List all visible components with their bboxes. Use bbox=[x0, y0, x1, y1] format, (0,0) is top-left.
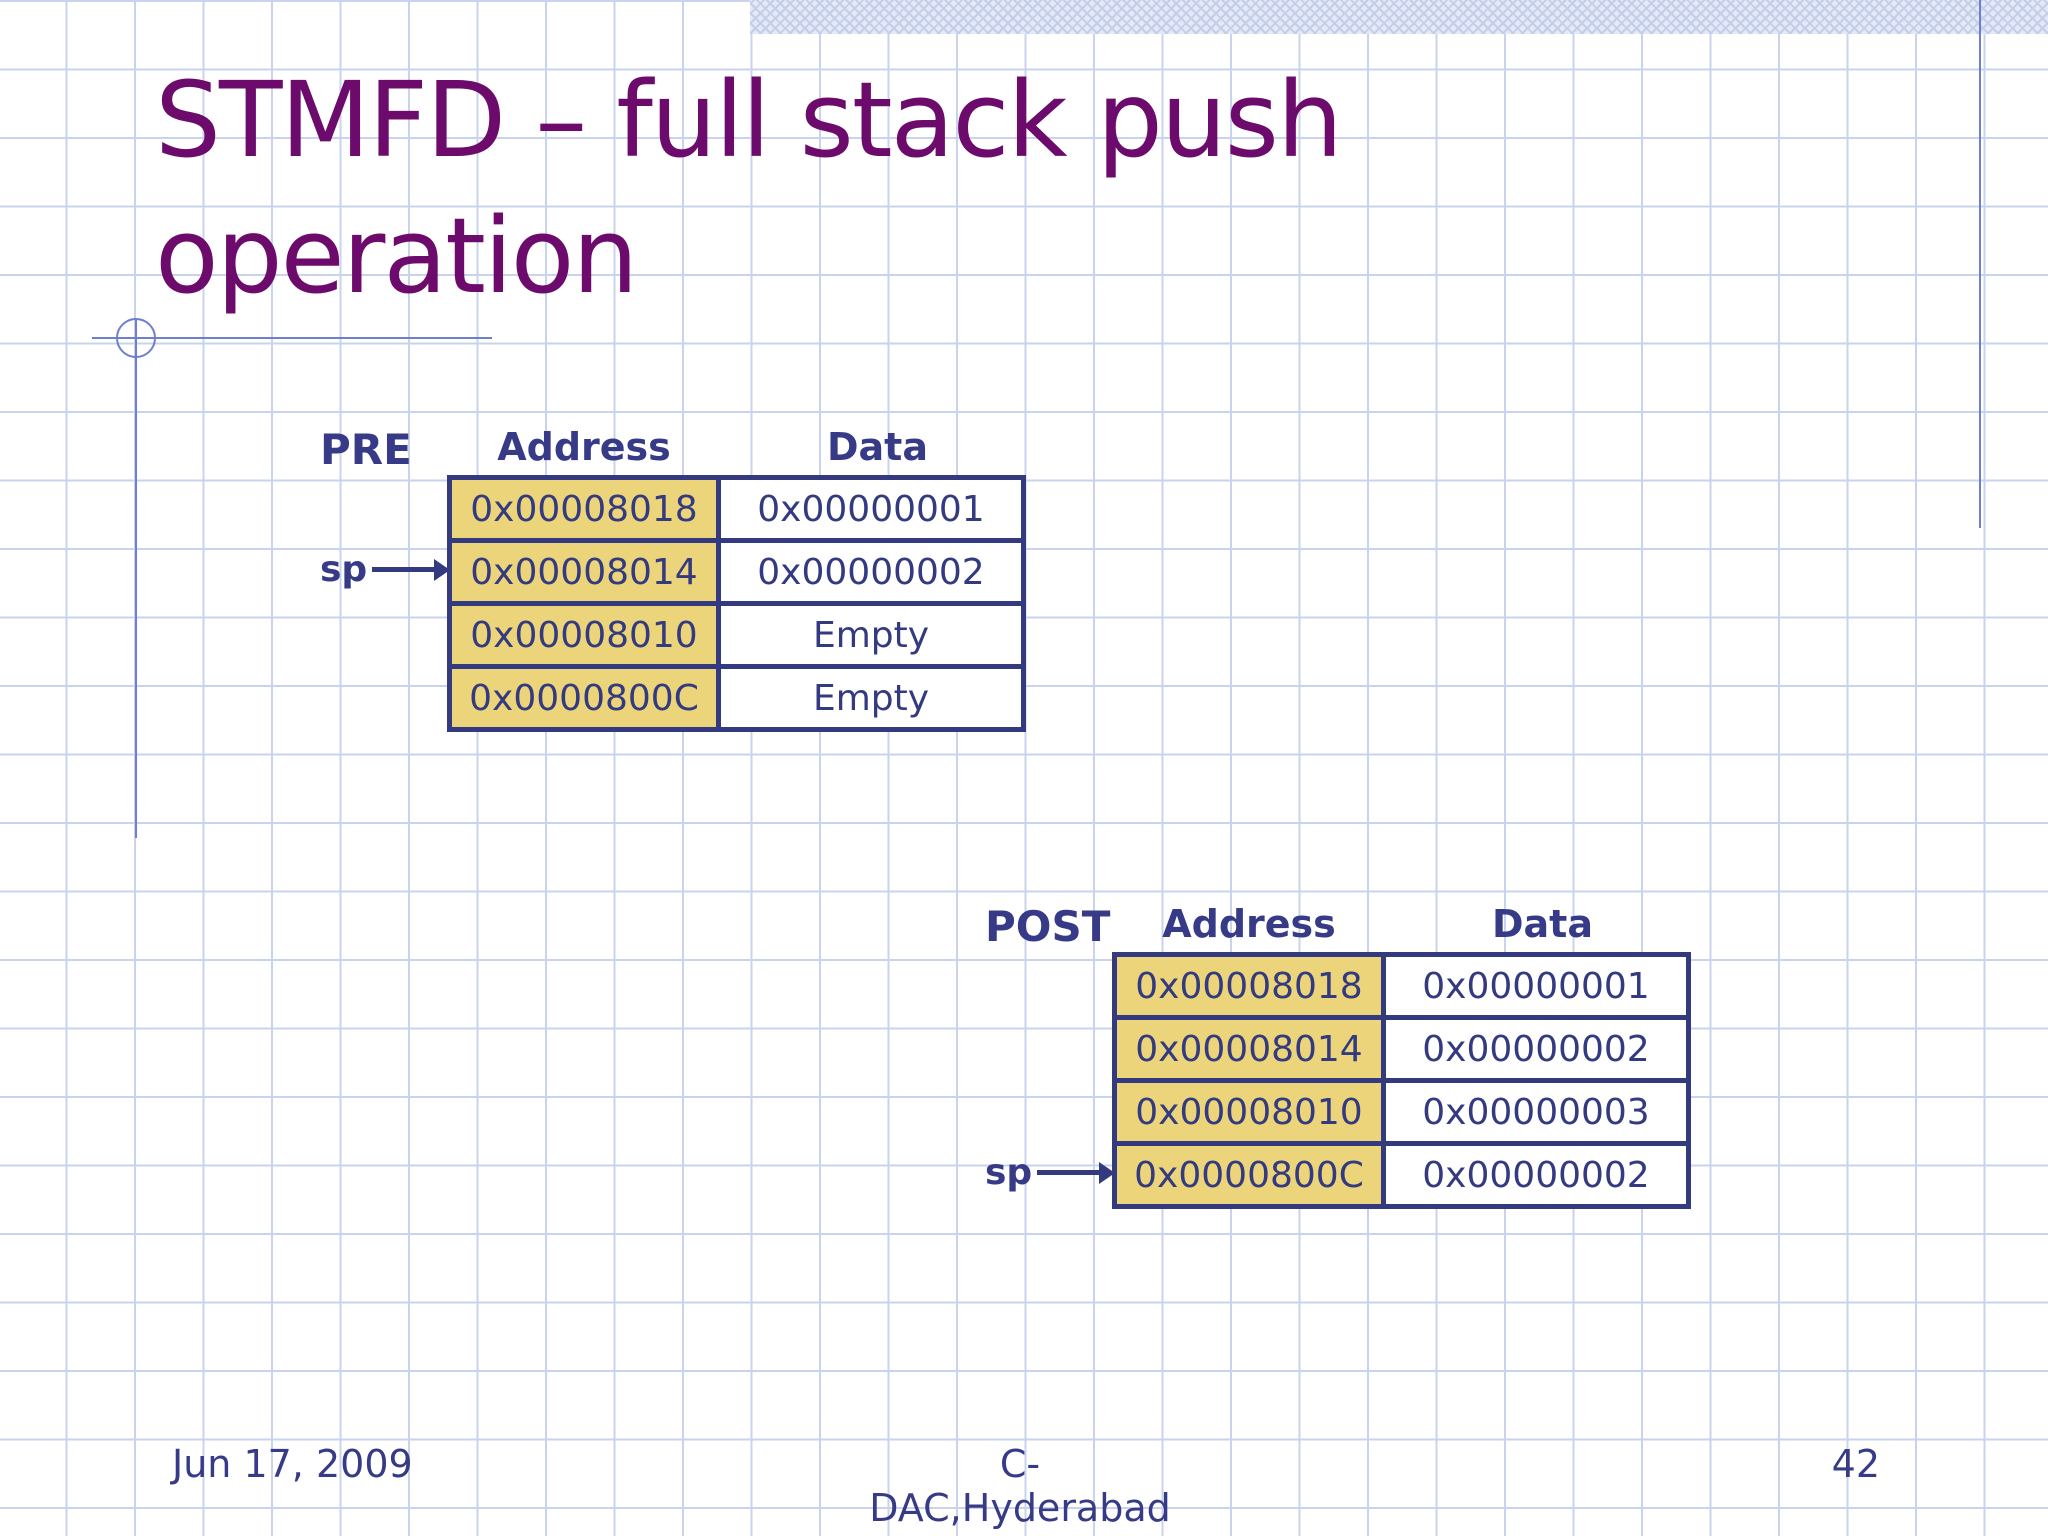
pre-sp-pointer: sp bbox=[320, 549, 460, 590]
arrow-shaft bbox=[372, 567, 434, 572]
address-cell: 0x0000800C bbox=[447, 664, 721, 732]
table-row: 0x00008018 0x00000001 bbox=[447, 475, 1026, 543]
address-cell: 0x00008010 bbox=[1112, 1078, 1386, 1146]
pre-stack-panel: PRE Address Data 0x00008018 0x00000001 0… bbox=[320, 420, 1040, 760]
arrow-shaft bbox=[1037, 1170, 1099, 1175]
page-number: 42 bbox=[1831, 1442, 1880, 1486]
address-cell: 0x00008014 bbox=[447, 538, 721, 606]
address-cell: 0x0000800C bbox=[1112, 1141, 1386, 1209]
table-row: 0x0000800C Empty bbox=[447, 664, 1026, 732]
post-label: POST bbox=[985, 902, 1111, 951]
decorative-vertical-line-right bbox=[1979, 0, 1981, 528]
address-cell: 0x00008018 bbox=[1112, 952, 1386, 1020]
table-row: 0x00008014 0x00000002 bbox=[447, 538, 1026, 606]
address-cell: 0x00008014 bbox=[1112, 1015, 1386, 1083]
data-cell: 0x00000002 bbox=[716, 538, 1026, 606]
sp-label: sp bbox=[985, 1152, 1033, 1193]
table-row: 0x0000800C 0x00000002 bbox=[1112, 1141, 1691, 1209]
sp-label: sp bbox=[320, 549, 368, 590]
address-cell: 0x00008010 bbox=[447, 601, 721, 669]
pre-label: PRE bbox=[320, 425, 412, 474]
post-stack-panel: POST Address Data 0x00008018 0x00000001 … bbox=[985, 897, 1705, 1237]
title-underline bbox=[92, 337, 492, 339]
table-row: 0x00008018 0x00000001 bbox=[1112, 952, 1691, 1020]
decorative-vertical-line-left bbox=[135, 318, 137, 838]
post-address-header: Address bbox=[1162, 902, 1336, 946]
slide-title: STMFD – full stack push operation bbox=[155, 59, 1343, 317]
crosshair-icon bbox=[116, 318, 156, 358]
footer-organization: C-DAC,Hyderabad bbox=[869, 1442, 1171, 1530]
address-cell: 0x00008018 bbox=[447, 475, 721, 543]
data-cell: 0x00000001 bbox=[1381, 952, 1691, 1020]
post-memory-table: 0x00008018 0x00000001 0x00008014 0x00000… bbox=[1112, 952, 1691, 1209]
data-cell: 0x00000002 bbox=[1381, 1015, 1691, 1083]
pre-data-header: Data bbox=[827, 425, 928, 469]
data-cell: Empty bbox=[716, 601, 1026, 669]
table-row: 0x00008010 0x00000003 bbox=[1112, 1078, 1691, 1146]
arrow-right-icon bbox=[1099, 1161, 1115, 1184]
table-row: 0x00008010 Empty bbox=[447, 601, 1026, 669]
data-cell: 0x00000001 bbox=[716, 475, 1026, 543]
footer-date: Jun 17, 2009 bbox=[172, 1442, 413, 1486]
post-data-header: Data bbox=[1492, 902, 1593, 946]
data-cell: Empty bbox=[716, 664, 1026, 732]
data-cell: 0x00000003 bbox=[1381, 1078, 1691, 1146]
arrow-right-icon bbox=[434, 558, 450, 581]
pre-address-header: Address bbox=[497, 425, 671, 469]
post-sp-pointer: sp bbox=[985, 1152, 1125, 1193]
table-row: 0x00008014 0x00000002 bbox=[1112, 1015, 1691, 1083]
header-decoration-band bbox=[750, 0, 2048, 34]
pre-memory-table: 0x00008018 0x00000001 0x00008014 0x00000… bbox=[447, 475, 1026, 732]
data-cell: 0x00000002 bbox=[1381, 1141, 1691, 1209]
